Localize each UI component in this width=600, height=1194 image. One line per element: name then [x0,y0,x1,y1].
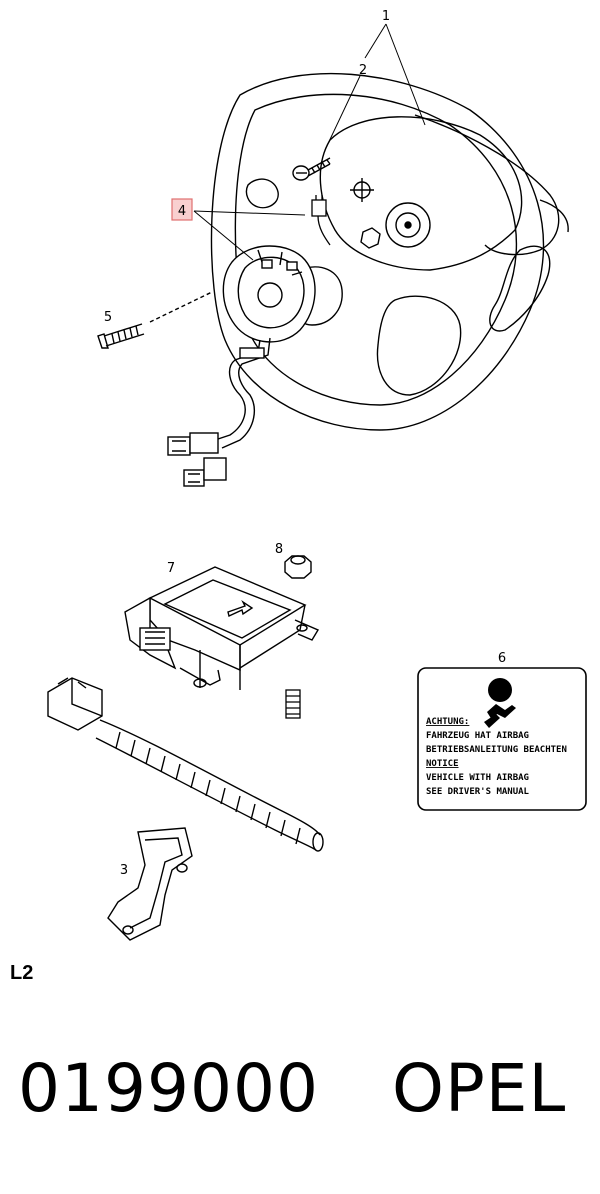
callout-4: 4 [178,204,186,219]
screw-part-5 [97,291,213,349]
callout-4-highlight [171,198,193,221]
label-line-notice: NOTICE [426,759,459,769]
label-line-betrieb: BETRIEBSANLEITUNG BEACHTEN [426,745,567,755]
callout-8: 8 [275,542,283,557]
section-label: L2 [10,962,34,984]
label-line-fahrzeug: FAHRZEUG HAT AIRBAG [426,731,529,741]
label-line-vehicle: VEHICLE WITH AIRBAG [426,773,529,783]
footer: 0199000 OPEL [0,1050,600,1160]
callout-1: 1 [382,9,390,24]
callout-2: 2 [359,63,367,78]
airbag-parts-diagram: 1 2 4 5 [47,9,587,941]
label-line-achtung: ACHTUNG: [426,717,469,727]
airbag-control-unit-part-7 [124,566,320,690]
airbag-pictogram-icon [484,678,516,728]
callout-3: 3 [120,863,128,878]
steering-wheel [210,72,569,431]
callout-5: 5 [104,310,112,325]
callout-7: 7 [167,561,175,576]
wiring-harness [47,677,324,852]
brand-name: OPEL [392,1050,567,1127]
clock-spring-part-4 [167,245,316,487]
airbag-warning-label-part-6: ACHTUNG: FAHRZEUG HAT AIRBAG BETRIEBSANL… [417,667,587,811]
screw-part-2 [292,157,331,181]
leader-lines-wheel [193,23,426,261]
part-number: 0199000 [18,1050,319,1127]
wheel-connector [311,195,331,246]
callout-6: 6 [498,651,506,666]
nut-part-8 [284,555,312,579]
bracket-part-3 [107,827,193,941]
stud-bolt [285,689,301,719]
label-line-see: SEE DRIVER'S MANUAL [426,787,530,797]
